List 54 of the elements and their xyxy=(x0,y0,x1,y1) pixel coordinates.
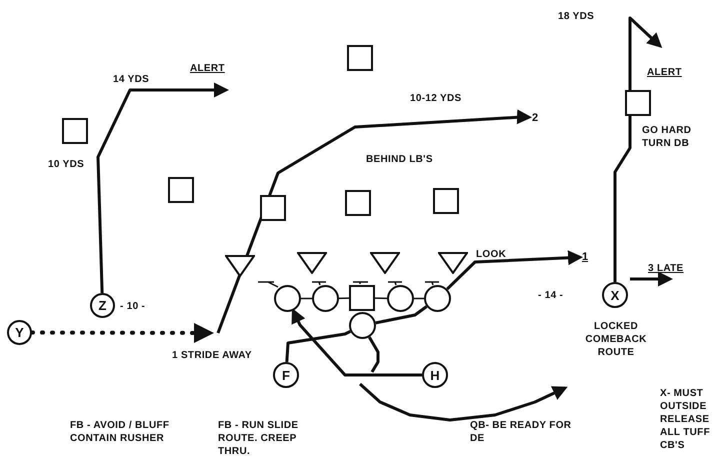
route-number: 2 xyxy=(529,110,541,125)
note-text: GO HARD TURN DB xyxy=(642,124,692,150)
player-circle xyxy=(312,285,339,312)
player-circle xyxy=(387,285,414,312)
alert-label: ALERT xyxy=(647,66,682,79)
connector-line xyxy=(375,305,428,324)
connector-line xyxy=(375,297,388,300)
route-label: 3 LATE xyxy=(648,262,684,275)
distance-label: 18 YDS xyxy=(558,10,594,23)
note-text: FB - RUN SLIDE ROUTE. CREEP THRU. xyxy=(218,419,300,458)
player-circle: F xyxy=(273,362,299,388)
defender-square xyxy=(347,45,373,71)
route-arrow xyxy=(446,250,583,290)
note-text: BEHIND LB'S xyxy=(366,153,433,166)
player-circle xyxy=(424,285,451,312)
route-arrow xyxy=(359,336,568,422)
route-arrow xyxy=(96,82,229,294)
distance-label: 10-12 YDS xyxy=(410,92,462,105)
defender-square xyxy=(260,195,286,221)
player-circle: H xyxy=(422,362,448,388)
route-arrow xyxy=(216,109,532,334)
defender-square xyxy=(625,90,651,116)
lineman-triangle xyxy=(225,255,255,277)
defender-square xyxy=(349,285,375,311)
route-arrow xyxy=(614,16,662,282)
split-label: - 10 - xyxy=(120,300,146,313)
defender-square xyxy=(345,190,371,216)
player-circle xyxy=(274,285,301,312)
route-number: 1 xyxy=(580,250,590,264)
note-text: LOCKED COMEBACK ROUTE xyxy=(584,320,648,359)
note-text: X- MUST OUTSIDE RELEASE ALL TUFF CB'S xyxy=(660,387,711,452)
connector-line xyxy=(414,298,424,300)
distance-label: 14 YDS xyxy=(113,73,150,86)
player-circle xyxy=(349,312,376,339)
defender-square xyxy=(433,188,459,214)
note-text: FB - AVOID / BLUFF CONTAIN RUSHER xyxy=(70,419,170,445)
defender-square xyxy=(62,118,88,144)
connector-line xyxy=(301,298,312,300)
motion-arrow xyxy=(30,322,214,343)
connector-line xyxy=(285,330,352,362)
player-circle: Z xyxy=(90,293,115,318)
defender-square xyxy=(168,177,194,203)
note-text: QB- BE READY FOR DE xyxy=(470,419,572,445)
distance-label: 10 YDS xyxy=(48,158,84,171)
lineman-triangle xyxy=(370,252,400,274)
player-circle: Y xyxy=(7,320,32,345)
connector-line xyxy=(338,297,350,300)
split-label: - 14 - xyxy=(538,289,564,302)
route-arrow xyxy=(292,308,422,376)
lineman-triangle xyxy=(297,252,327,274)
player-circle: X xyxy=(602,282,628,308)
alert-label: ALERT xyxy=(190,62,225,75)
lineman-triangle xyxy=(438,252,468,274)
note-text: LOOK xyxy=(476,248,506,261)
